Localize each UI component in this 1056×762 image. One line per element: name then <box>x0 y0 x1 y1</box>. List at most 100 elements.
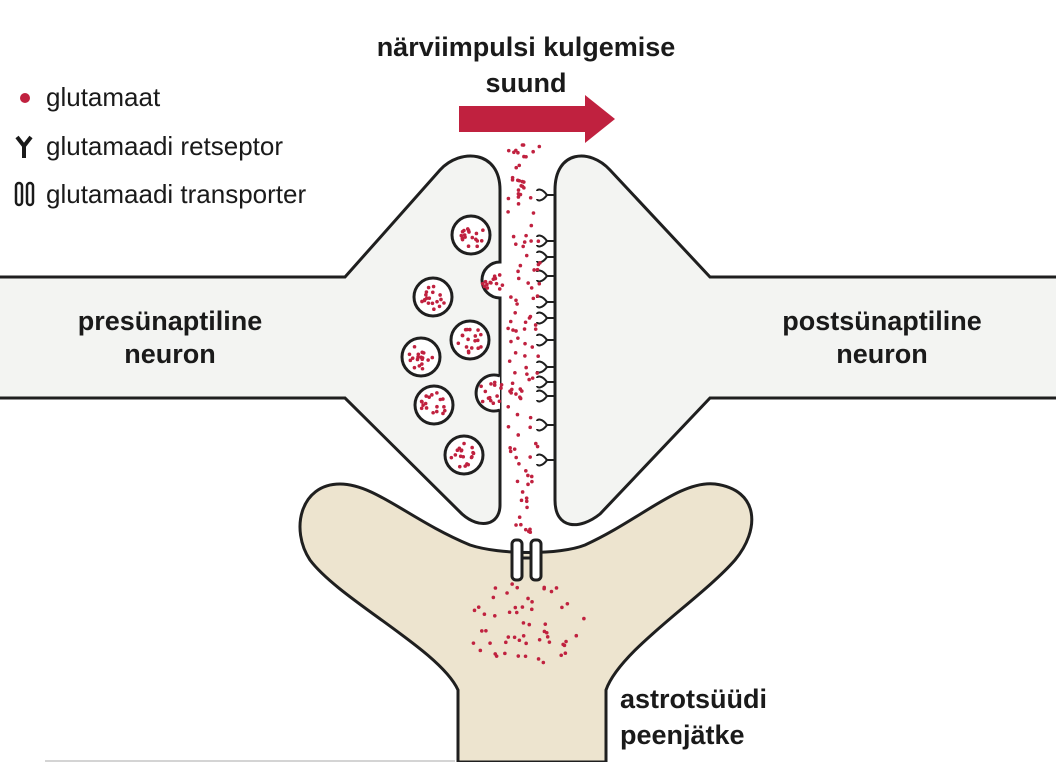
glutamate-molecule <box>431 410 435 415</box>
glutamate-molecule <box>508 449 513 454</box>
glutamate-molecule <box>460 229 465 234</box>
glutamate-molecule <box>549 589 554 594</box>
glutamate-molecule <box>419 399 424 404</box>
glutamate-molecule <box>419 406 424 411</box>
glutamate-molecule <box>453 453 458 457</box>
glutamate-molecule <box>485 286 490 290</box>
glutamate-molecule <box>506 210 510 214</box>
glutamate-molecule <box>528 455 532 459</box>
glutamate-molecule <box>536 239 541 243</box>
glutamate-molecule <box>420 362 424 366</box>
glutamate-molecule <box>547 640 552 644</box>
glutamate-molecule <box>528 415 533 420</box>
glutamate-molecule <box>521 633 526 638</box>
glutamate-molecule <box>526 473 530 478</box>
glutamate-molecule <box>485 282 489 287</box>
glutamate-molecule <box>466 337 470 342</box>
glutamate-molecule <box>515 479 520 484</box>
glutamate-molecule <box>520 389 524 393</box>
glutamate-molecule <box>519 498 524 503</box>
synaptic-vesicle <box>412 276 454 318</box>
astrocyte-process <box>298 482 754 762</box>
glutamate-receptor <box>536 453 555 467</box>
glutamate-molecule <box>470 235 475 240</box>
glutamate-molecule <box>479 629 484 633</box>
glutamate-molecule <box>514 165 519 170</box>
glutamate-molecule <box>536 354 540 359</box>
glutamate-molecule <box>492 380 497 385</box>
glutamate-molecule <box>516 195 521 199</box>
glutamate-molecule <box>483 389 488 394</box>
glutamate-molecule <box>456 341 461 346</box>
glutamate-molecule <box>480 399 485 404</box>
glutamate-molecule <box>517 462 521 466</box>
glutamate-molecule <box>512 447 517 451</box>
glutamate-molecule <box>523 654 528 659</box>
glutamate-molecule <box>495 394 499 398</box>
glutamate-molecule <box>543 622 548 626</box>
glutamate-molecule <box>529 286 534 290</box>
glutamate-molecule <box>469 346 474 350</box>
glutamate-molecule <box>474 231 479 236</box>
glutamate-molecule <box>515 585 520 590</box>
glutamate-molecule <box>524 499 529 504</box>
glutamate-molecule <box>506 326 510 331</box>
glutamate-molecule <box>520 605 525 609</box>
glutamate-molecule <box>510 582 514 586</box>
glutamate-molecule <box>520 143 525 147</box>
glutamate-molecule <box>508 446 512 450</box>
astrocyte-glutamate-group <box>471 582 586 665</box>
legend-label-transporter: glutamaadi transporter <box>46 179 306 209</box>
glutamate-molecule <box>520 490 525 494</box>
glutamate-molecule <box>515 302 519 306</box>
glutamate-molecule <box>529 474 534 479</box>
glutamate-molecule <box>516 192 521 196</box>
glutamate-molecule <box>420 299 424 304</box>
glutamate-molecule <box>460 333 465 338</box>
glutamate-receptor <box>536 389 555 403</box>
glutamate-molecule <box>472 608 477 613</box>
glutamate-molecule <box>430 301 435 306</box>
glutamate-receptor <box>536 234 555 248</box>
glutamate-molecule <box>423 401 428 406</box>
glutamate-molecule <box>514 610 519 615</box>
glutamate-molecule <box>463 235 467 239</box>
glutamate-molecule <box>531 296 536 301</box>
postsynaptic-neuron <box>553 154 1056 527</box>
glutamate-molecule <box>532 268 536 272</box>
glutamate-molecule <box>513 370 517 375</box>
glutamate-molecule <box>504 640 508 645</box>
glutamate-molecule <box>535 267 540 272</box>
glutamate-molecule <box>407 352 412 357</box>
glutamate-molecule <box>506 404 511 409</box>
glutamate-molecule <box>520 184 525 189</box>
glutamate-molecule <box>538 260 542 265</box>
glutamate-molecule <box>465 227 470 231</box>
glutamate-receptor <box>536 295 555 309</box>
title-line-2: suund <box>486 68 567 98</box>
glutamate-molecule <box>488 280 493 285</box>
glutamate-molecule <box>422 297 427 302</box>
glutamate-molecule <box>506 425 511 429</box>
glutamate-molecule <box>535 444 540 449</box>
glutamate-molecule <box>470 445 474 450</box>
glutamate-molecule <box>475 239 480 243</box>
glutamate-molecule <box>435 391 439 395</box>
glutamate-molecule <box>430 393 434 397</box>
glutamate-molecule <box>466 244 471 249</box>
glutamate-molecule <box>499 382 504 387</box>
glutamate-molecule <box>491 277 496 282</box>
glutamate-molecule <box>484 628 488 633</box>
glutamate-molecule <box>529 223 534 228</box>
glutamate-molecule <box>497 399 502 404</box>
direction-arrow <box>459 95 615 143</box>
presynaptic-label-line-1: presünaptiline <box>78 306 263 336</box>
cleft-glutamate-group <box>506 143 542 535</box>
glutamate-molecule <box>492 613 497 618</box>
glutamate-molecule <box>529 607 534 612</box>
glutamate-molecule <box>420 366 425 371</box>
glutamate-molecule <box>530 376 535 380</box>
glutamate-molecule <box>506 148 511 153</box>
glutamate-molecule <box>542 629 547 634</box>
